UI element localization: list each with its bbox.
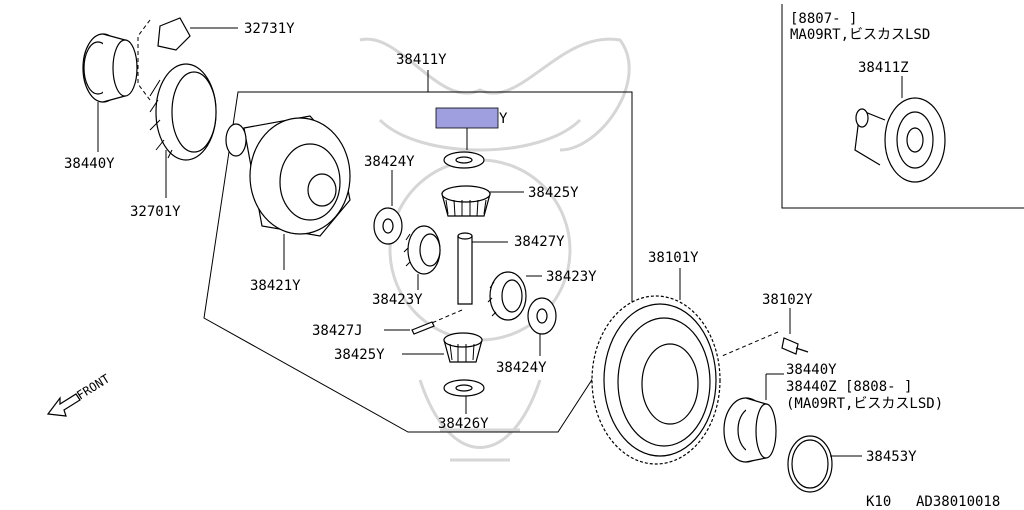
label-38421Y: 38421Y [250,278,301,294]
label-38424Y-top: 38424Y [364,154,415,170]
watermark-emblem [359,37,631,462]
bearing-38440Y-left: 38440Y [64,33,138,172]
shim-32731Y: 32731Y [137,17,295,101]
assembly-outline [203,91,633,433]
gear-38423Y-left: 38423Y [372,225,441,308]
label-38426Y: 38426Y [438,416,489,432]
footer-code-ad: AD38010018 [916,494,1000,510]
inset-date-range: [8807- ] [790,11,857,27]
label-38440Z: 38440Z [8808- ] [786,379,912,395]
label-front: FRONT [74,372,112,403]
label-38411Z: 38411Z [858,60,909,76]
highlight-suffix: Y [499,111,508,127]
highlight-part-box[interactable] [435,107,499,129]
label-38423Y-left: 38423Y [372,292,423,308]
gear-38425Y-top: 38425Y [441,185,579,217]
ring-38453Y: 38453Y [787,435,917,493]
label-38424Y-bottom: 38424Y [496,360,547,376]
label-38427Y: 38427Y [514,234,565,250]
bearing-38440Y-right: 38440Y 38440Z [8808- ] (MA09RT,ビスカスLSD) [723,362,943,463]
footer-code-k10: K10 [866,494,891,510]
label-38101Y: 38101Y [648,250,699,266]
washer-38426-top [443,151,485,169]
label-38411Y: 38411Y [396,52,447,68]
label-38425Y-top: 38425Y [528,185,579,201]
inset-model-note: MA09RT,ビスカスLSD [790,27,930,43]
label-32731Y: 32731Y [244,21,295,37]
label-38440Y-right: 38440Y [786,362,837,378]
label-38440Z-note: (MA09RT,ビスカスLSD) [786,396,943,412]
front-direction-arrow: FRONT [46,372,112,417]
washer-38424Y-top: 38424Y [364,154,415,245]
washer-38426Y: 38426Y [438,379,489,432]
gear-38425Y-bottom: 38425Y [334,332,483,363]
label-38423Y-right: 38423Y [546,269,597,285]
bolt-38102Y: 38102Y [721,292,813,357]
ring-gear-38101Y: 38101Y [591,250,721,465]
label-38425Y-bottom: 38425Y [334,347,385,363]
label-32701Y: 32701Y [130,204,181,220]
label-38427J: 38427J [312,323,363,339]
inset-diff-case [854,97,946,183]
label-38102Y: 38102Y [762,292,813,308]
gear-32701Y: 32701Y [130,63,217,220]
washer-38424Y-bottom: 38424Y [496,297,557,376]
gear-38423Y-right: 38423Y [487,269,597,321]
label-38440Y-left: 38440Y [64,156,115,172]
label-38453Y: 38453Y [866,449,917,465]
inset-box: [8807- ] MA09RT,ビスカスLSD 38411Z [781,4,1024,209]
pin-38427J: 38427J [312,321,435,339]
shaft-38427Y: 38427Y [419,232,565,329]
diff-case-38421Y: 38421Y [225,115,351,294]
